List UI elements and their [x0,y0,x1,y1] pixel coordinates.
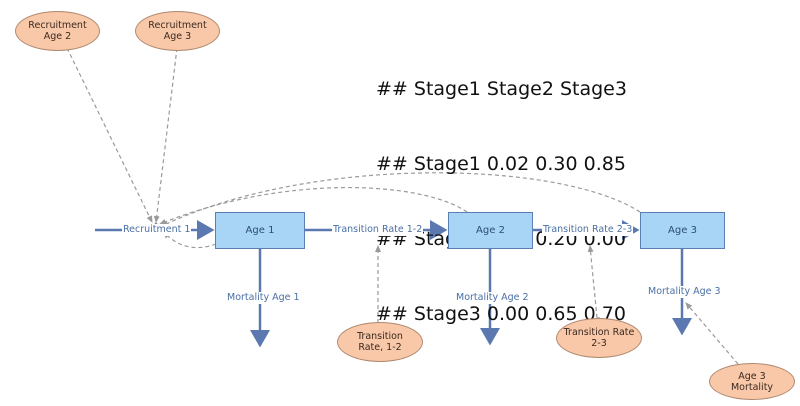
param-age3-mortality[interactable]: Age 3 Mortality [709,363,795,400]
flow-label-transition23[interactable]: Transition Rate 2-3 [542,224,634,236]
matrix-line-stage3: ## Stage3 0.00 0.65 0.70 [376,303,626,325]
param-transition-rate-12[interactable]: Transition Rate, 1-2 [337,322,423,362]
stock-age2[interactable]: Age 2 [448,212,533,249]
connector-recruitment-age3 [153,47,178,223]
connector-age3-recruitment [161,172,641,227]
stock-age3[interactable]: Age 3 [640,212,725,249]
stock-label: Age 1 [245,225,275,236]
matrix-line-header: ## Stage1 Stage2 Stage3 [376,78,627,100]
stock-age1[interactable]: Age 1 [215,212,305,249]
connector-tr23-flow [587,245,598,319]
param-label: Transition Rate, 1-2 [357,331,403,353]
param-recruitment-age3[interactable]: Recruitment Age 3 [135,11,220,51]
param-recruitment-age2[interactable]: Recruitment Age 2 [15,11,100,51]
flow-label-recruitment[interactable]: Recruitment 1 [122,224,192,236]
matrix-line-stage1: ## Stage1 0.02 0.30 0.85 [376,153,626,175]
connector-recruitment-age2 [66,47,153,223]
param-label: Age 3 Mortality [730,370,774,393]
param-label: Recruitment Age 2 [28,20,87,42]
stock-label: Age 2 [476,225,505,236]
flow-label-transition12[interactable]: Transition Rate 1-2 [332,224,424,236]
connector-age3mort-flow [685,302,739,365]
param-label: Recruitment Age 3 [148,20,207,42]
flow-label-mortality1[interactable]: Mortality Age 1 [226,292,301,304]
transition-matrix: ## Stage1 Stage2 Stage3 ## Stage1 0.02 0… [376,27,627,377]
stock-label: Age 3 [668,225,697,236]
flow-label-mortality3[interactable]: Mortality Age 3 [647,286,722,298]
param-transition-rate-23[interactable]: Transition Rate 2-3 [556,318,642,358]
flow-label-mortality2[interactable]: Mortality Age 2 [455,292,530,304]
param-label: Transition Rate 2-3 [563,327,635,349]
